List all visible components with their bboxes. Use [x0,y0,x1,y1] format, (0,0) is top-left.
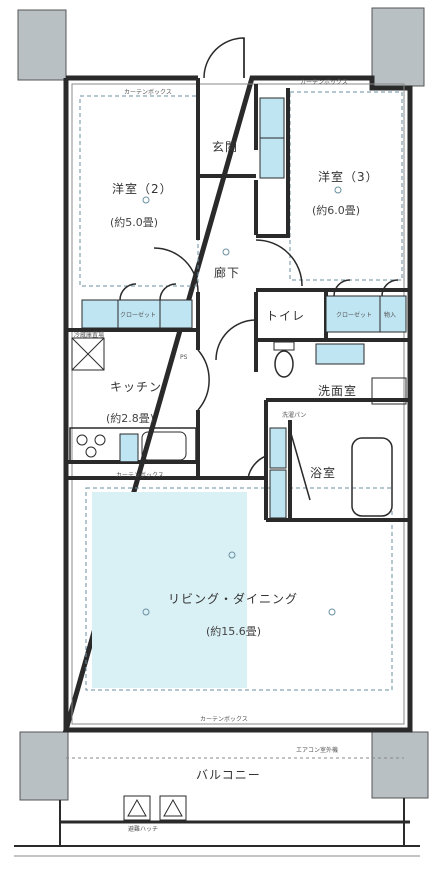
closet-right-label: クローゼット [336,312,373,319]
washer-label: 洗濯パン [282,412,307,419]
living-area: (約15.6畳) [206,625,262,638]
entrance-name: 玄関 [212,140,239,154]
pillar-top-right [371,7,425,87]
western3-name: 洋室（3） [318,170,379,184]
pillar-bottom-right [371,731,429,799]
kitchen-name: キッチン [110,380,163,394]
door-western2 [153,247,199,293]
toilet-tank [273,341,295,351]
pillar-bottom-left [19,731,69,801]
storage-right-label: 物入 [384,312,397,319]
kitchen-area: (約2.8畳) [106,412,155,425]
toilet-bowl [274,350,294,378]
hall-storage-2 [269,469,287,519]
living-floor [92,492,247,688]
western3-area: (約6.0畳) [312,204,361,217]
door-entrance [203,37,245,79]
hall-storage-1 [269,427,287,469]
closet-left-label: クローゼット [120,312,157,319]
pipe-space-label: PS [180,354,188,361]
stove-icon [76,434,106,458]
door-bath [289,429,311,501]
kitchen-sink [141,431,187,461]
bathtub [351,437,393,517]
washroom-shelf [315,343,365,365]
door-closet-left-2 [159,283,177,301]
refrigerator-space [71,337,105,371]
washbasin [371,377,407,405]
door-toilet [215,319,257,361]
balcony-name: バルコニー [196,768,261,782]
hallway-name: 廊下 [214,266,241,280]
toilet-name: トイレ [266,309,306,323]
evac-hatch-icon [123,795,187,821]
closet-left [81,299,193,329]
kitchen-counter [69,427,197,463]
evac-label: 避難ハッチ [128,826,159,833]
curtain-box-top: カーテンボックス [124,89,172,96]
washroom-name: 洗面室 [318,384,358,398]
living-dashed [85,487,393,691]
outdoor-unit-label: エアコン室外機 [296,747,339,754]
door-closet-right-2 [381,279,399,297]
door-closet-right-1 [333,279,351,297]
western2-name: 洋室（2） [112,182,173,196]
door-closet-left-1 [119,283,137,301]
closet-right [325,295,407,333]
curtain-box-right: カーテンボックス [300,79,348,86]
living-name: リビング・ダイニング [168,592,299,606]
western2-area: (約5.0畳) [110,216,159,229]
western3-dashed [289,91,403,281]
pillar-top-left [17,9,67,81]
door-living [247,455,267,479]
door-kitchen [197,349,210,411]
refrigerator-label: 冷蔵庫置場 [74,332,105,339]
door-western3 [255,239,303,287]
bath-name: 浴室 [310,466,337,480]
curtain-box-living: カーテンボックス [200,716,248,723]
kitchen-sink-area [119,433,139,463]
curtain-box-kitchen: カーテンボックス [116,472,164,479]
